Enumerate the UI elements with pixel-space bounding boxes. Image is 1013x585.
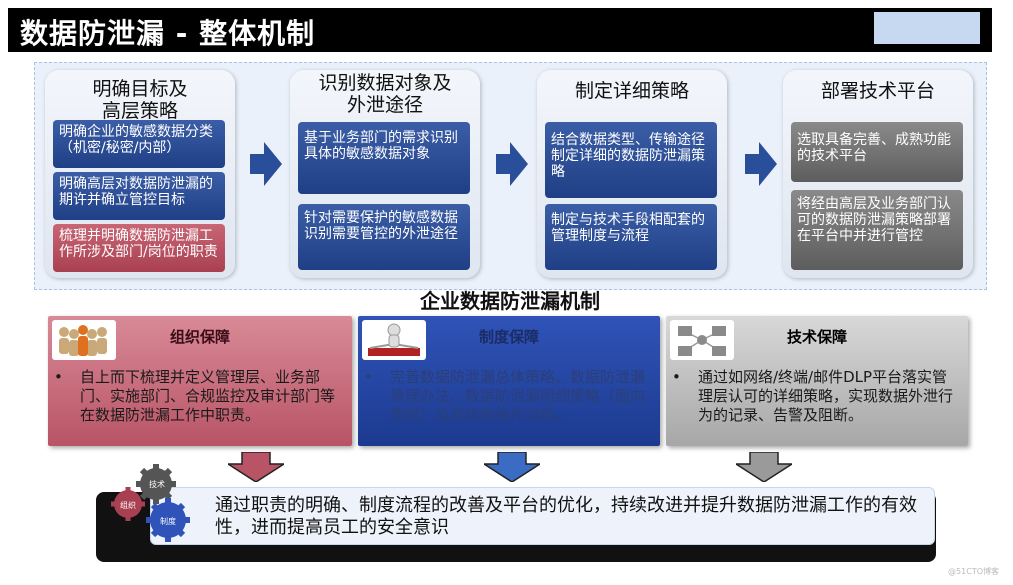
step-3-box-2: 制定与技术手段相配套的管理制度与流程 (545, 204, 717, 270)
step-3-title: 制定详细策略 (574, 80, 689, 102)
step-2-box-1: 基于业务部门的需求识别具体的敏感数据对象 (298, 122, 470, 194)
book-icon (362, 320, 426, 360)
mechanism-organization: 组织保障 • 自上而下梳理并定义管理层、业务部门、实施部门、合规监控及审计部门等… (48, 316, 352, 446)
down-arrow-red (228, 452, 284, 482)
mechanism-technology-title: 技术保障 (786, 328, 847, 346)
mechanism-policy-title: 制度保障 (478, 328, 539, 346)
mechanism-organization-title: 组织保障 (169, 328, 230, 346)
title-accent-block (874, 12, 980, 44)
step-arrow-1 (250, 142, 282, 186)
down-arrow-blue (484, 452, 540, 482)
step-column-3: 制定详细策略 结合数据类型、传输途径制定详细的数据防泄漏策略 制定与技术手段相配… (537, 70, 727, 278)
conclusion-text: 通过职责的明确、制度流程的改善及平台的优化，持续改进并提升数据防泄漏工作的有效性… (215, 495, 917, 538)
mechanism-organization-text: • 自上而下梳理并定义管理层、业务部门、实施部门、合规监控及审计部门等在数据防泄… (54, 368, 342, 425)
mechanism-policy-text: • 完善数据防泄漏总体策略、数据防泄漏管理办法、数据防泄漏明细策略（面向数据）及… (364, 368, 650, 425)
step-4-box-1: 选取具备完善、成熟功能的技术平台 (791, 122, 963, 182)
step-arrow-2 (496, 142, 528, 186)
step-3-box-1: 结合数据类型、传输途径制定详细的数据防泄漏策略 (545, 122, 717, 198)
gear-label-organization: 组织 (120, 500, 136, 510)
step-1-box-3: 梳理并明确数据防泄漏工作所涉及部门/岗位的职责 (53, 224, 225, 272)
step-column-4: 部署技术平台 选取具备完善、成熟功能的技术平台 将经由高层及业务部门认可的数据防… (783, 70, 973, 278)
step-column-1: 明确目标及 高层策略 明确企业的敏感数据分类（机密/秘密/内部） 明确高层对数据… (45, 70, 235, 278)
mechanism-technology-body: 通过如网络/终端/邮件DLP平台落实管理层认可的详细策略，实现数据外泄行为的记录… (698, 368, 954, 424)
bullet-icon: • (364, 368, 373, 386)
mechanism-technology: 技术保障 • 通过如网络/终端/邮件DLP平台落实管理层认可的详细策略，实现数据… (666, 316, 968, 446)
bullet-icon: • (54, 368, 63, 386)
mechanism-organization-body: 自上而下梳理并定义管理层、业务部门、实施部门、合规监控及审计部门等在数据防泄漏工… (80, 368, 336, 424)
title-bar: 数据防泄漏 - 整体机制 (8, 8, 992, 52)
gear-label-policy: 制度 (160, 516, 176, 526)
step-2-title: 识别数据对象及 外泄途径 (318, 72, 452, 116)
step-1-box-2: 明确高层对数据防泄漏的期许并确立管控目标 (53, 172, 225, 220)
step-1-title: 明确目标及 高层策略 (92, 78, 188, 122)
network-icon (670, 320, 734, 360)
watermark: @51CTO博客 (948, 567, 999, 576)
step-4-box-2: 将经由高层及业务部门认可的数据防泄漏策略部署在平台中并进行管控 (791, 190, 963, 270)
mechanism-technology-text: • 通过如网络/终端/邮件DLP平台落实管理层认可的详细策略，实现数据外泄行为的… (672, 368, 958, 425)
mechanism-section-title: 企业数据防泄漏机制 (420, 289, 600, 313)
gears-icon: 组织 技术 制度 (111, 464, 190, 542)
down-arrow-gray (736, 452, 792, 482)
people-icon (52, 320, 116, 360)
step-1-box-1: 明确企业的敏感数据分类（机密/秘密/内部） (53, 120, 225, 168)
step-4-title: 部署技术平台 (820, 80, 935, 102)
step-column-2: 识别数据对象及 外泄途径 基于业务部门的需求识别具体的敏感数据对象 针对需要保护… (290, 70, 480, 278)
step-arrow-3 (745, 142, 777, 186)
step-2-box-2: 针对需要保护的敏感数据识别需要管控的外泄途径 (298, 204, 470, 270)
gear-label-technology: 技术 (149, 479, 165, 489)
conclusion-box: 通过职责的明确、制度流程的改善及平台的优化，持续改进并提升数据防泄漏工作的有效性… (150, 487, 935, 545)
bullet-icon: • (672, 368, 681, 386)
mechanism-policy-body: 完善数据防泄漏总体策略、数据防泄漏管理办法、数据防泄漏明细策略（面向数据）及具体… (390, 368, 646, 424)
mechanism-policy: 制度保障 • 完善数据防泄漏总体策略、数据防泄漏管理办法、数据防泄漏明细策略（面… (358, 316, 660, 446)
page-title: 数据防泄漏 - 整体机制 (20, 17, 316, 50)
